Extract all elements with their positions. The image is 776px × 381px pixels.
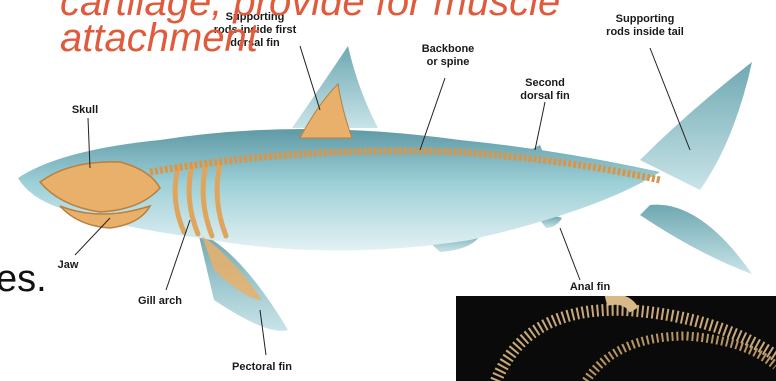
label-text: Supporting [616,13,675,25]
label-pectoral-fin: Pectoral fin [232,361,292,373]
tail-fin-upper [640,62,752,190]
label-jaw: Jaw [58,259,79,271]
label-text: Second [525,77,565,89]
label-supporting-rods-tail: Supporting rods inside tail [606,13,684,38]
tail-fin-lower [640,205,752,274]
label-text: or spine [427,56,470,68]
shark-skeleton-photo [456,296,776,381]
slide-title-line-2: attachment [60,20,560,56]
slide-title: cartilage, provide for muscle attachment [60,0,560,56]
skeleton-photo-art [456,296,776,381]
label-second-dorsal-fin: Second dorsal fin [520,77,570,102]
body-text-fragment: es. [0,258,47,301]
label-skull: Skull [72,104,98,116]
label-anal-fin: Anal fin [570,281,611,293]
label-gill-arch: Gill arch [138,295,182,307]
label-text: rods inside tail [606,26,684,38]
label-text: dorsal fin [520,90,570,102]
